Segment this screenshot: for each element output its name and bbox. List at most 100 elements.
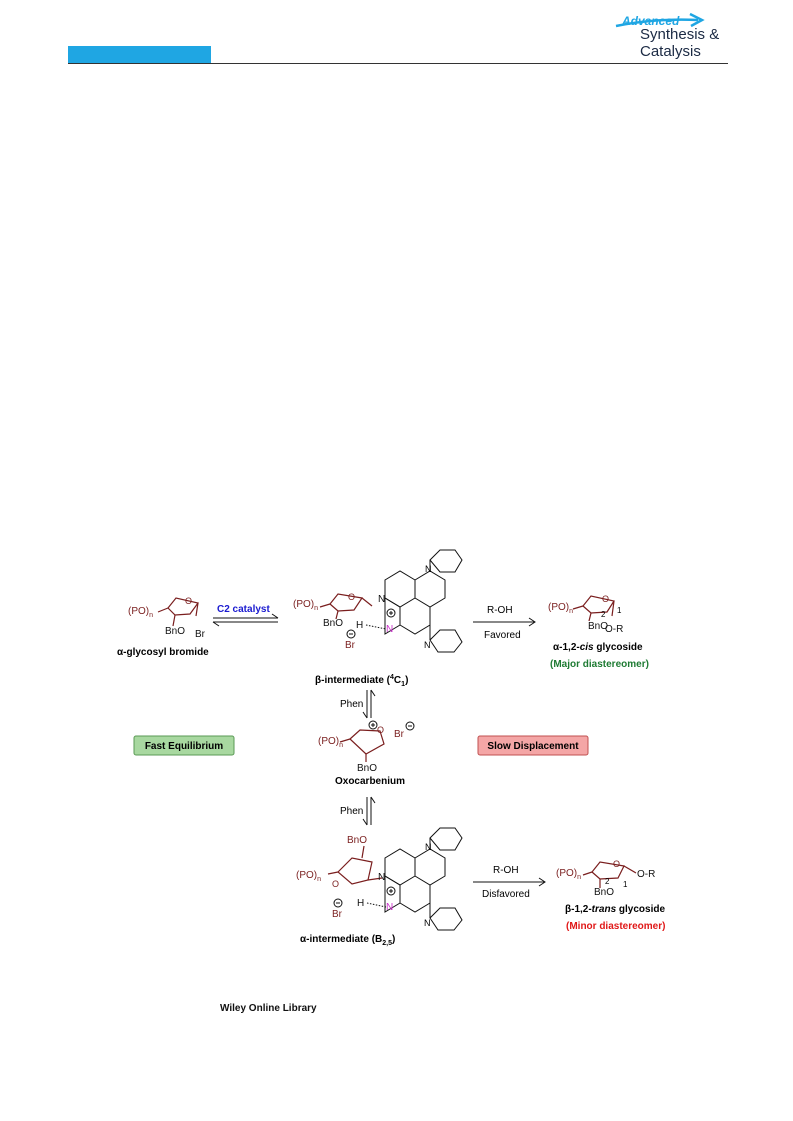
svg-text:N: N (425, 842, 432, 852)
svg-text:α-intermediate (B2,5): α-intermediate (B2,5) (300, 934, 395, 947)
svg-text:(PO)n: (PO)n (128, 606, 153, 619)
alpha-int-n2: N (386, 902, 393, 913)
svg-text:O: O (613, 859, 620, 869)
svg-text:N: N (424, 918, 431, 928)
svg-text:N: N (424, 640, 431, 650)
glycosyl-bromide-structure: (PO)n O BnO Br α-glycosyl bromide (117, 596, 209, 658)
svg-text:β-1,2-trans glycoside: β-1,2-trans glycoside (565, 904, 665, 915)
alpha-glyc-pos2: 2 (601, 610, 606, 619)
beta-glyc-label-end: glycoside (616, 904, 665, 915)
alpha-int-h: H (357, 898, 364, 909)
alpha-glyc-pos1: 1 (617, 606, 622, 615)
svg-text:O: O (348, 592, 355, 602)
alpha-glyc-po: (PO) (548, 602, 569, 613)
logo-text-catalysis: Catalysis (640, 43, 701, 60)
beta-label-c: C (394, 675, 401, 686)
svg-text:N: N (425, 564, 432, 574)
favored-arrow: R-OH Favored (473, 605, 536, 641)
alpha-intermediate-structure: (PO)n O BnO H Br N N N N α-intermediate … (296, 827, 463, 947)
alpha-int-o: O (332, 879, 339, 889)
logo-text-advanced: Advanced (622, 14, 680, 28)
alpha-glyc-label-greek: α (553, 642, 560, 653)
svg-text:α-glycosyl bromide: α-glycosyl bromide (117, 647, 209, 658)
phen-equilibrium-bottom: Phen (340, 796, 376, 826)
svg-text:O: O (185, 596, 192, 606)
beta-glycoside-structure: (PO)n O O-R 1 2 BnO β-1,2-trans glycosid… (556, 859, 665, 932)
svg-text:(PO)n: (PO)n (318, 736, 343, 749)
svg-text:(PO)n: (PO)n (556, 868, 581, 881)
fast-equilibrium-label: Fast Equilibrium (145, 741, 223, 752)
alpha-glyc-po-n: n (569, 608, 573, 615)
beta-label-sub: 1 (401, 681, 405, 688)
alpha-int-bno: BnO (347, 835, 367, 846)
beta-label-greek: β (315, 675, 321, 686)
alpha-int-label-main: -intermediate (B (306, 934, 382, 945)
alpha-int-n1: N (378, 872, 385, 883)
oxo-br: Br (394, 729, 405, 740)
oxocarbenium-structure: (PO)n O Br BnO Oxocarbenium (318, 720, 415, 787)
fast-equilibrium-box: Fast Equilibrium (133, 735, 235, 756)
beta-glyc-bno: BnO (594, 887, 614, 898)
svg-text:(PO)n: (PO)n (293, 599, 318, 612)
journal-logo-icon (615, 12, 705, 28)
alpha-glyc-label-main: -1,2- (559, 642, 580, 653)
bottom-arrow-reagent: R-OH (493, 865, 519, 876)
disfavored-arrow: R-OH Disfavored (473, 865, 546, 900)
beta-glyc-pos2: 2 (605, 877, 610, 886)
beta-glyc-note: (Minor diastereomer) (566, 921, 665, 932)
catalyst-equilibrium-arrow: C2 catalyst (212, 604, 279, 627)
beta-glyc-label-italic: trans (592, 904, 617, 915)
oxo-bno: BnO (357, 763, 377, 774)
bottom-arrow-condition: Disfavored (482, 889, 530, 900)
oxo-po-n: n (339, 742, 343, 749)
oxo-o: O (377, 725, 384, 735)
beta-label-main: -intermediate ( (321, 675, 391, 686)
phen-top-label: Phen (340, 699, 363, 710)
beta-glyc-po-n: n (577, 874, 581, 881)
svg-text:β-intermediate (4C1): β-intermediate (4C1) (315, 674, 408, 688)
alpha-int-label-greek: α (300, 934, 307, 945)
beta-po: (PO) (293, 599, 314, 610)
slow-displacement-label: Slow Displacement (487, 741, 579, 752)
alpha-int-label-sub: 2,5 (382, 940, 392, 947)
oxo-po: (PO) (318, 736, 339, 747)
alpha-int-po-n: n (317, 876, 321, 883)
beta-glyc-po: (PO) (556, 868, 577, 879)
alpha-int-label-close: ) (392, 934, 395, 945)
footer-publisher: Wiley Online Library (220, 1003, 317, 1014)
svg-text:(PO)n: (PO)n (548, 602, 573, 615)
beta-po-n: n (314, 605, 318, 612)
bromide-label-greek: α (117, 647, 124, 658)
beta-n2: N (386, 624, 393, 635)
beta-intermediate-structure: (PO)n O BnO H Br N N N N β-intermediate … (293, 549, 463, 688)
alpha-glyc-label-italic: cis (580, 642, 594, 653)
svg-text:O: O (602, 594, 609, 604)
beta-h: H (356, 620, 363, 631)
svg-text:(PO)n: (PO)n (296, 870, 321, 883)
journal-header-bar (68, 46, 211, 63)
beta-label-sup: 4 (390, 674, 394, 681)
alpha-glycoside-structure: (PO)n O 1 2 BnO O-R α-1,2-cis glycoside … (548, 594, 649, 670)
beta-br: Br (345, 640, 356, 651)
bromide-br: Br (195, 629, 206, 640)
beta-glyc-pos1: 1 (623, 880, 628, 889)
oxo-label: Oxocarbenium (335, 776, 405, 787)
phen-equilibrium-top: Phen (340, 689, 376, 719)
beta-glyc-label-greek: β (565, 904, 571, 915)
bromide-label: -glycosyl bromide (123, 647, 209, 658)
bromide-po-n: n (149, 612, 153, 619)
bromide-po: (PO) (128, 606, 149, 617)
alpha-int-po: (PO) (296, 870, 317, 881)
beta-label-close: ) (405, 675, 408, 686)
alpha-glyc-or: O-R (605, 624, 623, 635)
top-arrow-condition: Favored (484, 630, 521, 641)
alpha-glyc-note: (Major diastereomer) (550, 659, 649, 670)
alpha-glyc-bno: BnO (588, 621, 608, 632)
phen-bottom-label: Phen (340, 806, 363, 817)
beta-glyc-label-main: -1,2- (571, 904, 592, 915)
slow-displacement-box: Slow Displacement (477, 735, 589, 756)
alpha-int-br: Br (332, 909, 343, 920)
beta-bno: BnO (323, 618, 343, 629)
svg-text:α-1,2-cis glycoside: α-1,2-cis glycoside (553, 642, 643, 653)
logo-text-synthesis: Synthesis & (640, 26, 720, 43)
